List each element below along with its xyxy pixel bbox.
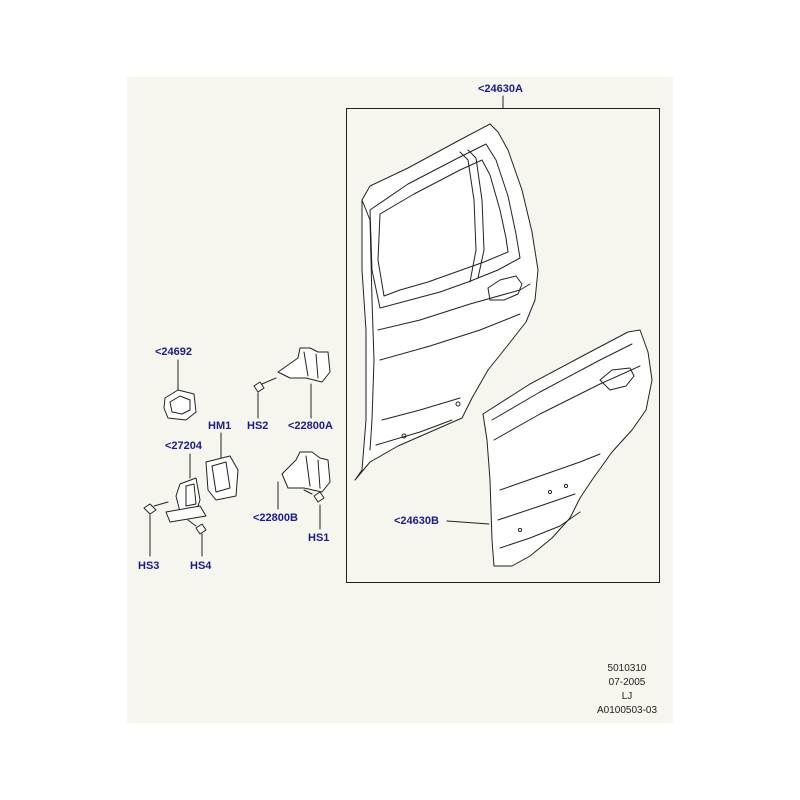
callout-hs1: HS1 [308,532,330,544]
check-strap-part [165,477,207,523]
callout-hm1: HM1 [208,420,232,432]
hinge-upper-part [277,347,331,383]
callout-24630b: <24630B [394,515,439,527]
metadata-line-3: LJ [621,691,633,702]
metadata-line-1: 5010310 [607,663,647,674]
hinge-hm1-part [205,455,239,501]
bolt-hs4 [187,519,207,535]
metadata-line-4: A0100503-03 [596,705,658,716]
bolt-hs2 [253,377,277,393]
bolt-hs3 [143,501,169,515]
callout-hs3: HS3 [138,560,160,572]
leader-24630b [446,520,490,525]
hinge-lower-part [281,451,331,493]
callout-hs2: HS2 [247,420,269,432]
callout-24692: <24692 [155,346,193,358]
diagram-metadata: 5010310 07-2005 LJ A0100503-03 [590,662,664,718]
door-shell-a [354,123,539,481]
callout-24630a: <24630A [478,83,523,95]
callout-hs4: HS4 [190,560,212,572]
bolt-hs1 [303,489,325,503]
door-bumper-part [163,389,197,421]
callout-22800a: <22800A [288,420,333,432]
metadata-line-2: 07-2005 [608,677,646,688]
callout-22800b: <22800B [253,512,298,524]
callout-27204: <27204 [165,440,203,452]
door-skin-b [482,329,653,567]
